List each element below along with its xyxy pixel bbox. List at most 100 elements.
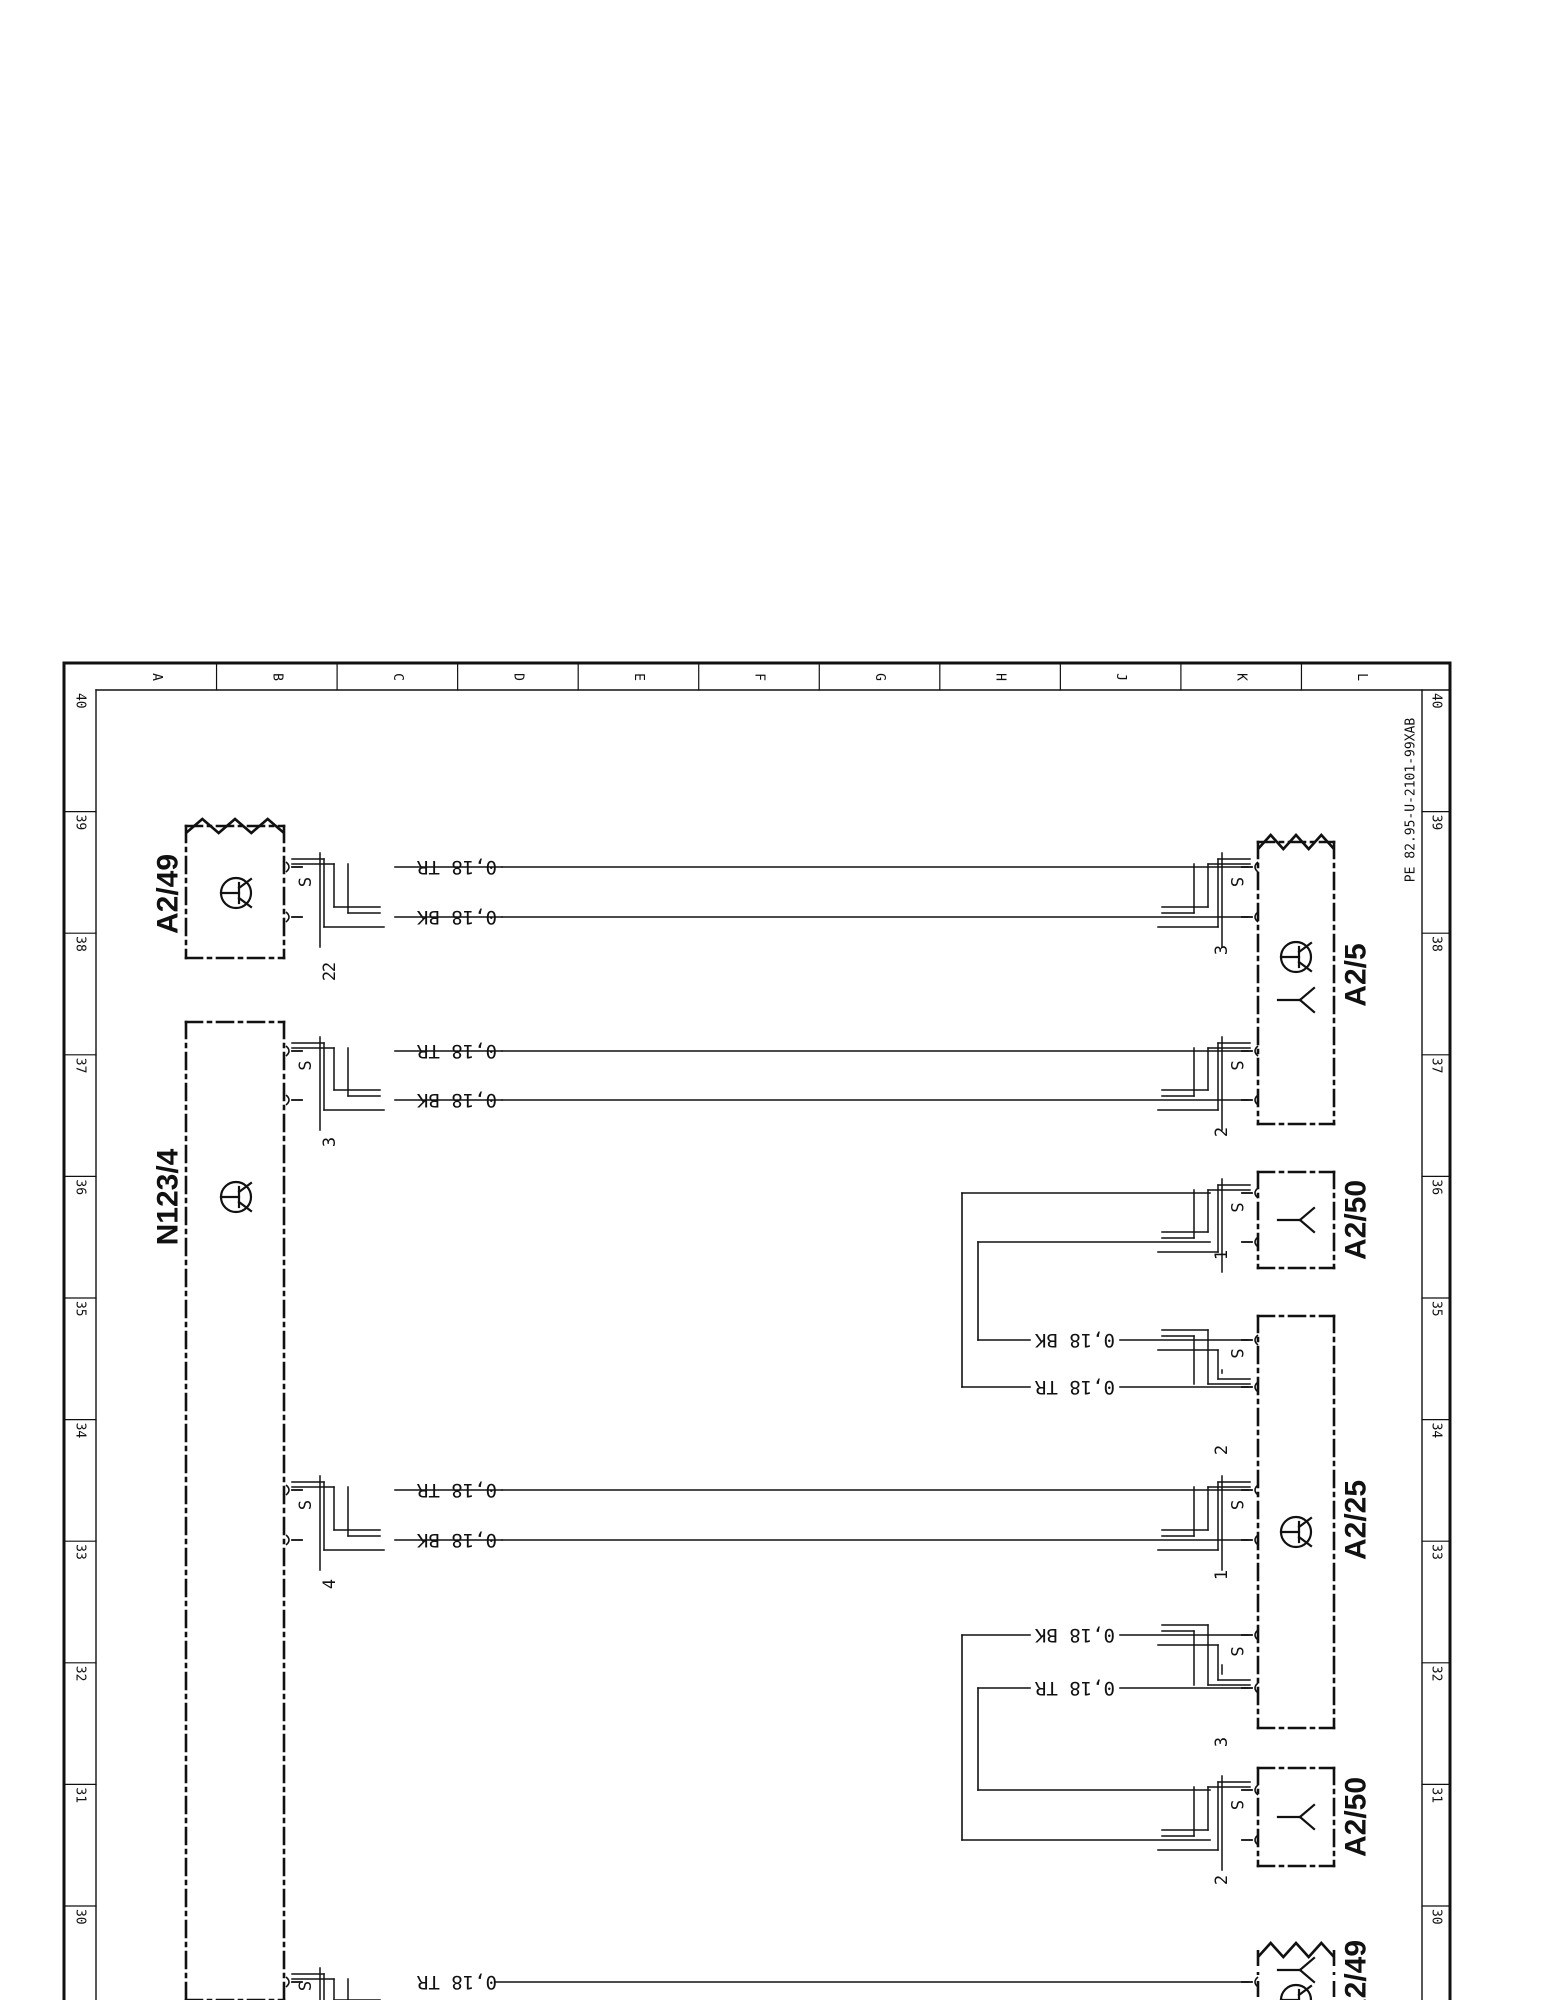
shield-label: S xyxy=(1226,1060,1246,1070)
grid-row-label-right: 30 xyxy=(1429,1909,1444,1925)
shield-bracket xyxy=(1157,1475,1251,1571)
shield-bracket xyxy=(1157,852,1251,948)
pin-number: 1 xyxy=(1212,1570,1232,1580)
wavy-break-icon xyxy=(1257,1941,1335,1959)
grid-column-label: H xyxy=(993,673,1008,681)
shield-label: S xyxy=(296,877,316,887)
grid-column-label: A xyxy=(149,673,164,681)
transistor-symbol-icon xyxy=(1279,940,1313,974)
grid-row-label-left: 34 xyxy=(73,1423,88,1439)
grid-row-label-left: 36 xyxy=(73,1179,88,1195)
pin-number: 2 xyxy=(1212,1445,1232,1455)
grid-row-label-right: 34 xyxy=(1429,1423,1444,1439)
grid-row-label-right: 39 xyxy=(1429,815,1444,831)
wire-label-tr: 0,18 TR xyxy=(416,1479,497,1501)
antenna-arm xyxy=(1298,998,1316,1014)
antenna-arm xyxy=(1298,1815,1316,1831)
transistor-lead xyxy=(1297,1984,1313,1997)
wire-label-bk: 0,18 BK xyxy=(416,906,497,928)
grid-row-label-left: 38 xyxy=(73,936,88,952)
component-a2-5 xyxy=(1256,840,1336,1126)
shield-bracket xyxy=(1157,1775,1251,1871)
shield-bracket xyxy=(291,852,385,948)
grid-column-label: F xyxy=(752,673,767,681)
grid-column-label: J xyxy=(1113,673,1128,681)
component-label-a2-25: A2/25 xyxy=(1340,1480,1373,1560)
pin-number: 4 xyxy=(320,1579,340,1589)
pin-number: 3 xyxy=(1212,1737,1232,1747)
wire-label-bk: 0,18 BK xyxy=(416,1529,497,1551)
pin-number: 2 xyxy=(320,962,340,972)
pin-contact-icon xyxy=(285,1534,290,1546)
shield-label: S xyxy=(1226,1800,1246,1810)
transistor-symbol-icon xyxy=(219,1180,253,1214)
shield-label: S xyxy=(1226,877,1246,887)
shield-bracket xyxy=(1157,1178,1251,1273)
pin-contact-icon xyxy=(1254,1334,1259,1346)
wire-label-tr: 0,18 TR xyxy=(416,856,497,878)
pin-number: 2 xyxy=(320,971,340,981)
grid-row-label-right: 37 xyxy=(1429,1058,1444,1074)
antenna-y-symbol-icon xyxy=(1276,1803,1316,1831)
wavy-break-icon xyxy=(1257,833,1335,851)
grid-row-label-right: 32 xyxy=(1429,1666,1444,1682)
shield-bracket xyxy=(1157,1036,1251,1131)
pin-contact-icon xyxy=(285,1094,290,1106)
shield-label: S xyxy=(296,1500,316,1510)
grid-row-label-left: 33 xyxy=(73,1544,88,1560)
grid-row-label-right: 35 xyxy=(1429,1301,1444,1317)
wire-label-tr: 0,18 TR xyxy=(1034,1376,1115,1398)
transistor-lead xyxy=(1297,1535,1313,1548)
pin-contact-icon xyxy=(285,1976,290,1988)
wire-label-bk: 0,18 BK xyxy=(1034,1624,1115,1646)
pin-number: 3 xyxy=(320,1137,340,1147)
grid-row-label-left: 31 xyxy=(73,1787,88,1803)
transistor-lead xyxy=(1297,1516,1313,1529)
pin-number: 1 xyxy=(1212,1250,1232,1260)
grid-row-label-right: 38 xyxy=(1429,936,1444,952)
antenna-arm xyxy=(1298,1968,1316,1984)
transistor-lead xyxy=(237,1200,253,1213)
component-label-a2-50-upper: A2/50 xyxy=(1340,1180,1373,1260)
component-a2-50-lower xyxy=(1256,1766,1336,1868)
pin-contact-icon xyxy=(1254,1045,1259,1057)
shield-label: S xyxy=(1226,1500,1246,1510)
transistor-symbol-icon xyxy=(1279,1983,1313,2004)
shield-bracket xyxy=(291,1036,385,1131)
antenna-arm xyxy=(1298,1956,1316,1972)
grid-column-label: G xyxy=(872,673,887,681)
shield-label: S xyxy=(1226,1348,1246,1358)
component-n123-4 xyxy=(184,1020,286,2002)
wire-label-tr: 0,18 TR xyxy=(416,1971,497,1993)
shield-bracket xyxy=(291,1475,385,1571)
shield-label: S xyxy=(296,1981,316,1991)
wire-label-bk: 0,18 BK xyxy=(1034,1329,1115,1351)
antenna-arm xyxy=(1298,1206,1316,1222)
grid-row-label-left: 40 xyxy=(73,693,88,709)
wire-label-tr: 0,18 TR xyxy=(416,1040,497,1062)
shield-label: S xyxy=(1226,1202,1246,1212)
grid-row-label-left: 32 xyxy=(73,1666,88,1682)
shield-label: S xyxy=(1226,1646,1246,1656)
component-a2-50-upper xyxy=(1256,1170,1336,1270)
component-a2-49-top xyxy=(184,824,286,960)
antenna-arm xyxy=(1298,1218,1316,1234)
grid-row-label-left: 39 xyxy=(73,815,88,831)
shield-bracket xyxy=(1157,1329,1251,1385)
pin-contact-icon xyxy=(285,911,290,923)
antenna-arm xyxy=(1298,986,1316,1002)
grid-row-label-left: 37 xyxy=(73,1058,88,1074)
grid-column-label: B xyxy=(269,673,284,681)
grid-column-label: K xyxy=(1234,673,1249,681)
pin-number: 3 xyxy=(1212,945,1232,955)
transistor-lead xyxy=(237,896,253,909)
grid-row-label-right: 40 xyxy=(1429,693,1444,709)
component-label-a2-49-bottom: A2/49 xyxy=(1340,1940,1373,2000)
antenna-y-symbol-icon xyxy=(1276,1206,1316,1234)
grid-row-label-left: 35 xyxy=(73,1301,88,1317)
component-label-a2-5: A2/5 xyxy=(1340,943,1373,1006)
transistor-lead xyxy=(237,877,253,890)
antenna-y-symbol-icon xyxy=(1276,986,1316,1014)
